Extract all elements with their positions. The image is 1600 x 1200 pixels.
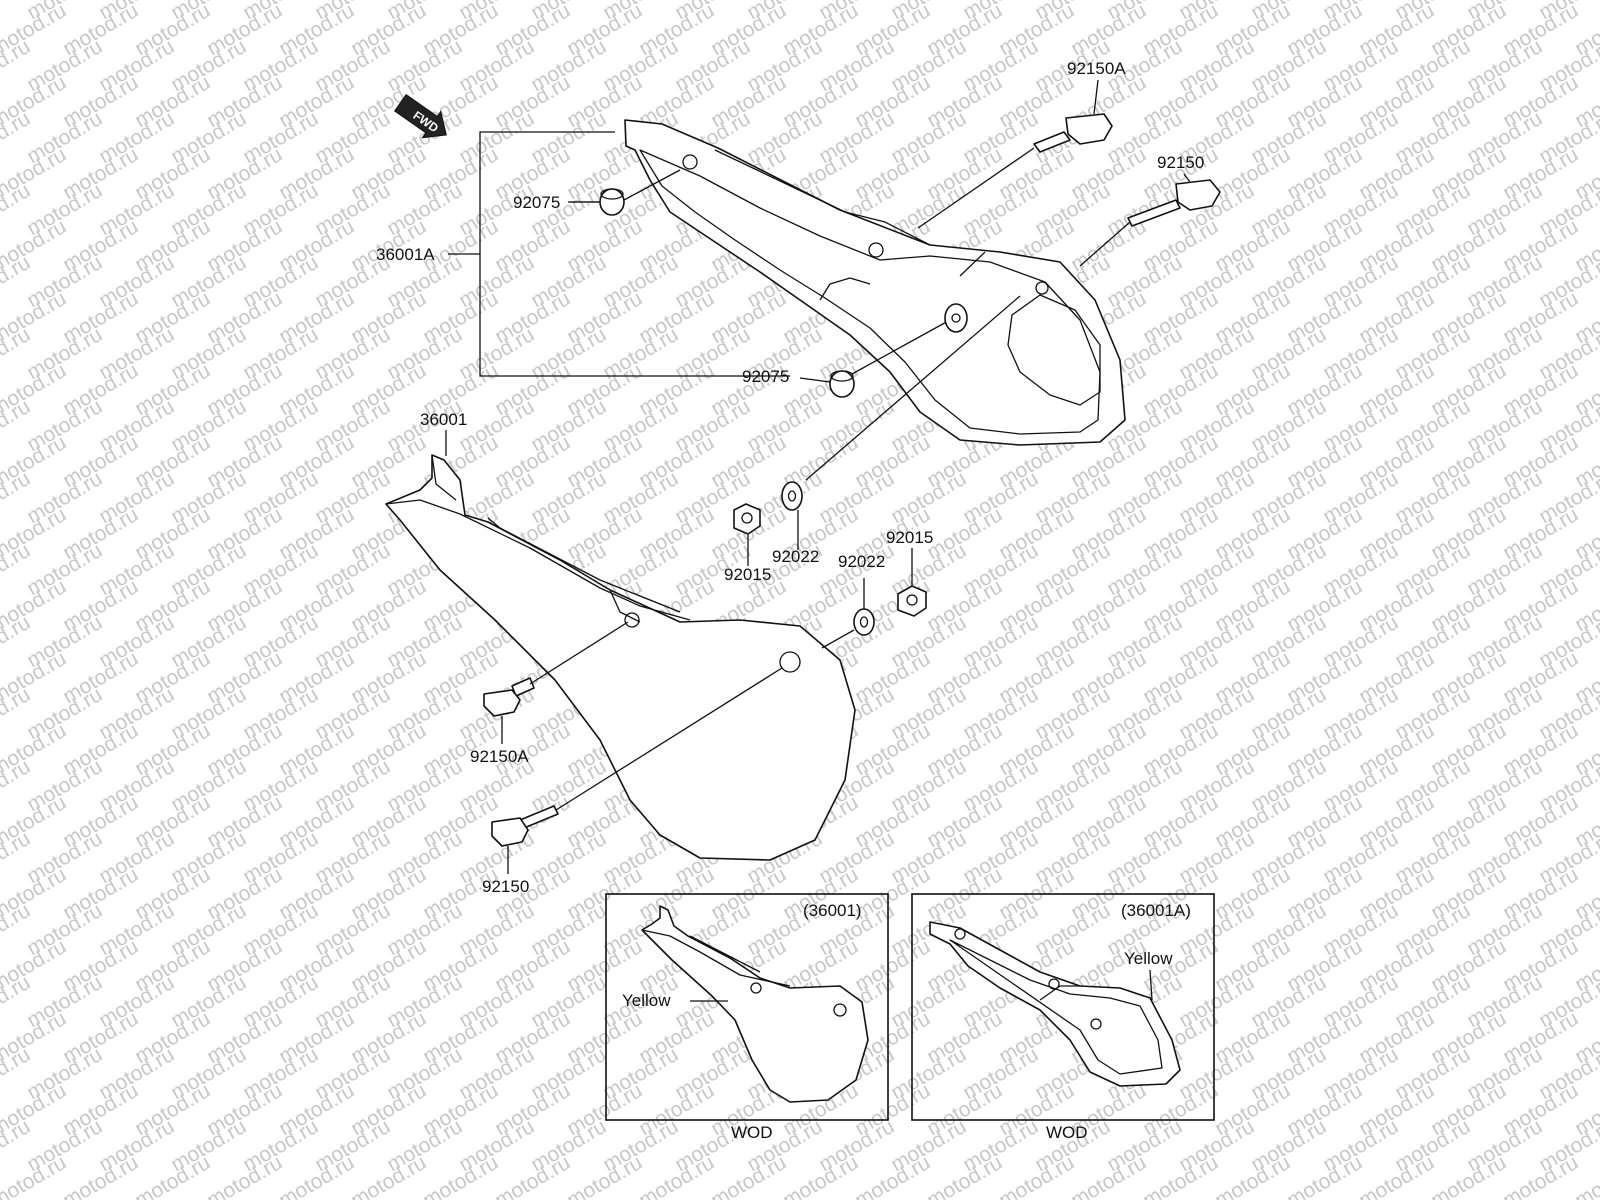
label-92015-right: 92015	[886, 528, 933, 547]
label-36001a: 36001A	[376, 245, 435, 264]
inset-left-ref: (36001)	[803, 901, 862, 920]
mount-grommet-on-cover	[944, 303, 968, 333]
inset-right-caption: WOD	[1046, 1123, 1088, 1142]
label-92015-left: 92015	[724, 565, 771, 584]
label-92075-lower: 92075	[742, 367, 789, 386]
label-36001: 36001	[420, 410, 467, 429]
inset-right-ref: (36001A)	[1121, 901, 1191, 920]
label-92022-left: 92022	[772, 547, 819, 566]
label-92022-right: 92022	[838, 552, 885, 571]
inset-left-color-note: Yellow	[622, 991, 671, 1010]
inset-left-caption: WOD	[731, 1123, 773, 1142]
label-92150a-bottom: 92150A	[470, 747, 529, 766]
label-92150a-top: 92150A	[1067, 59, 1126, 78]
label-92150-top: 92150	[1157, 153, 1204, 172]
inset-right-color-note: Yellow	[1124, 949, 1173, 968]
label-92150-bottom: 92150	[482, 877, 529, 896]
label-92075-upper: 92075	[513, 193, 560, 212]
